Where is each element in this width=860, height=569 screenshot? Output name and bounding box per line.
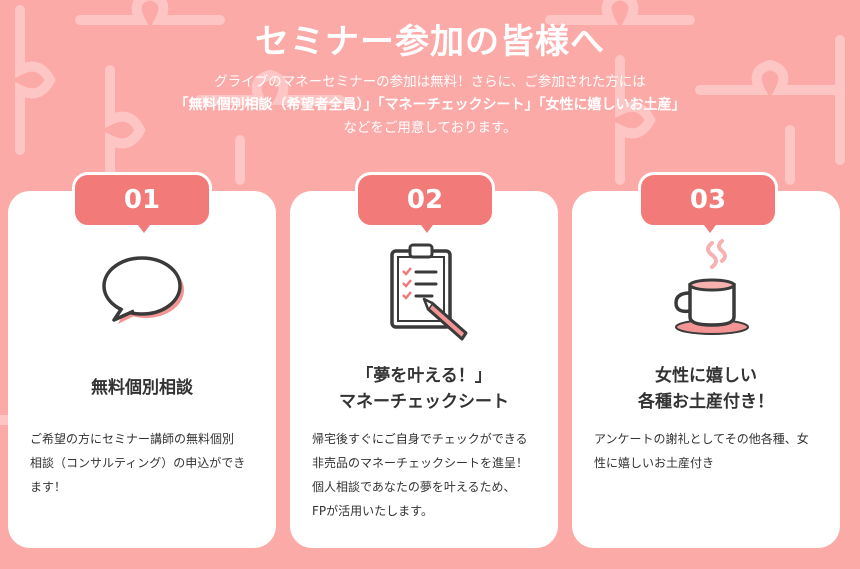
card-3-desc-line: 性に嬉しいお土産付き [594, 456, 715, 470]
coffee-cup-icon [674, 239, 749, 335]
speech-bubble-icon [102, 256, 184, 324]
card-description-3: アンケートの謝礼としてその他各種、女 性に嬉しいお土産付き [594, 427, 828, 475]
card-number-2: 02 [355, 172, 495, 233]
benefit-card-2: 「夢を叶える！」 マネーチェックシート 帰宅後すぐにご自身でチェックができる 非… [290, 191, 558, 548]
card-2-desc-line: 非売品のマネーチェックシートを進呈！ [312, 456, 529, 470]
card-description-1: ご希望の方にセミナー講師の無料個別 相談（コンサルティング）の申込ができ ます！ [30, 427, 264, 499]
page-title: セミナー参加の皆様へ [255, 22, 605, 62]
intro-line-2: 「無料個別相談（希望者全員）」「マネーチェックシート」「女性に嬉しいお土産」 [174, 97, 686, 113]
card-number-3-text: 03 [689, 185, 727, 215]
card-3-desc-line: アンケートの謝礼としてその他各種、女 [594, 432, 809, 446]
card-2-desc-line: FPが活用いたします。 [312, 504, 433, 518]
card-description-2: 帰宅後すぐにご自身でチェックができる 非売品のマネーチェックシートを進呈！ 個人… [312, 427, 546, 523]
card-title-3-line-1: 女性に嬉しい [655, 366, 757, 386]
card-2-desc-line: 個人相談であなたの夢を叶えるため、 [312, 480, 516, 494]
card-2-desc-line: 帰宅後すぐにご自身でチェックができる [312, 432, 528, 446]
benefit-card-3: 女性に嬉しい 各種お土産付き！ アンケートの謝礼としてその他各種、女 性に嬉しい… [572, 191, 840, 548]
card-number-3: 03 [638, 172, 778, 233]
intro-line-1: グライブのマネーセミナーの参加は無料！さらに、ご参加された方には [214, 74, 646, 90]
card-title-2-line-2: マネーチェックシート [339, 392, 509, 412]
intro-line-3: などをご用意しております。 [343, 120, 517, 136]
card-number-2-text: 02 [406, 185, 444, 215]
card-title-3: 女性に嬉しい 各種お土産付き！ [572, 363, 840, 415]
card-title-1: 無料個別相談 [91, 378, 193, 398]
card-1-desc-line: ご希望の方にセミナー講師の無料個別 [30, 432, 235, 446]
clipboard-checklist-icon [390, 243, 468, 341]
card-1-desc-line: ます！ [30, 480, 67, 494]
tab-pointer [421, 225, 433, 233]
card-title-2: 「夢を叶える！」 マネーチェックシート [290, 363, 558, 415]
benefit-card-1: 無料個別相談 ご希望の方にセミナー講師の無料個別 相談（コンサルティング）の申込… [8, 191, 276, 548]
tab-pointer [704, 225, 716, 233]
tab-pointer [138, 225, 150, 233]
card-number-1: 01 [72, 172, 212, 233]
card-title-3-line-2: 各種お土産付き！ [638, 392, 774, 412]
card-number-1-text: 01 [123, 185, 161, 215]
card-title-2-line-1: 「夢を叶える！」 [356, 366, 492, 386]
card-1-desc-line: 相談（コンサルティング）の申込ができ [30, 456, 246, 470]
